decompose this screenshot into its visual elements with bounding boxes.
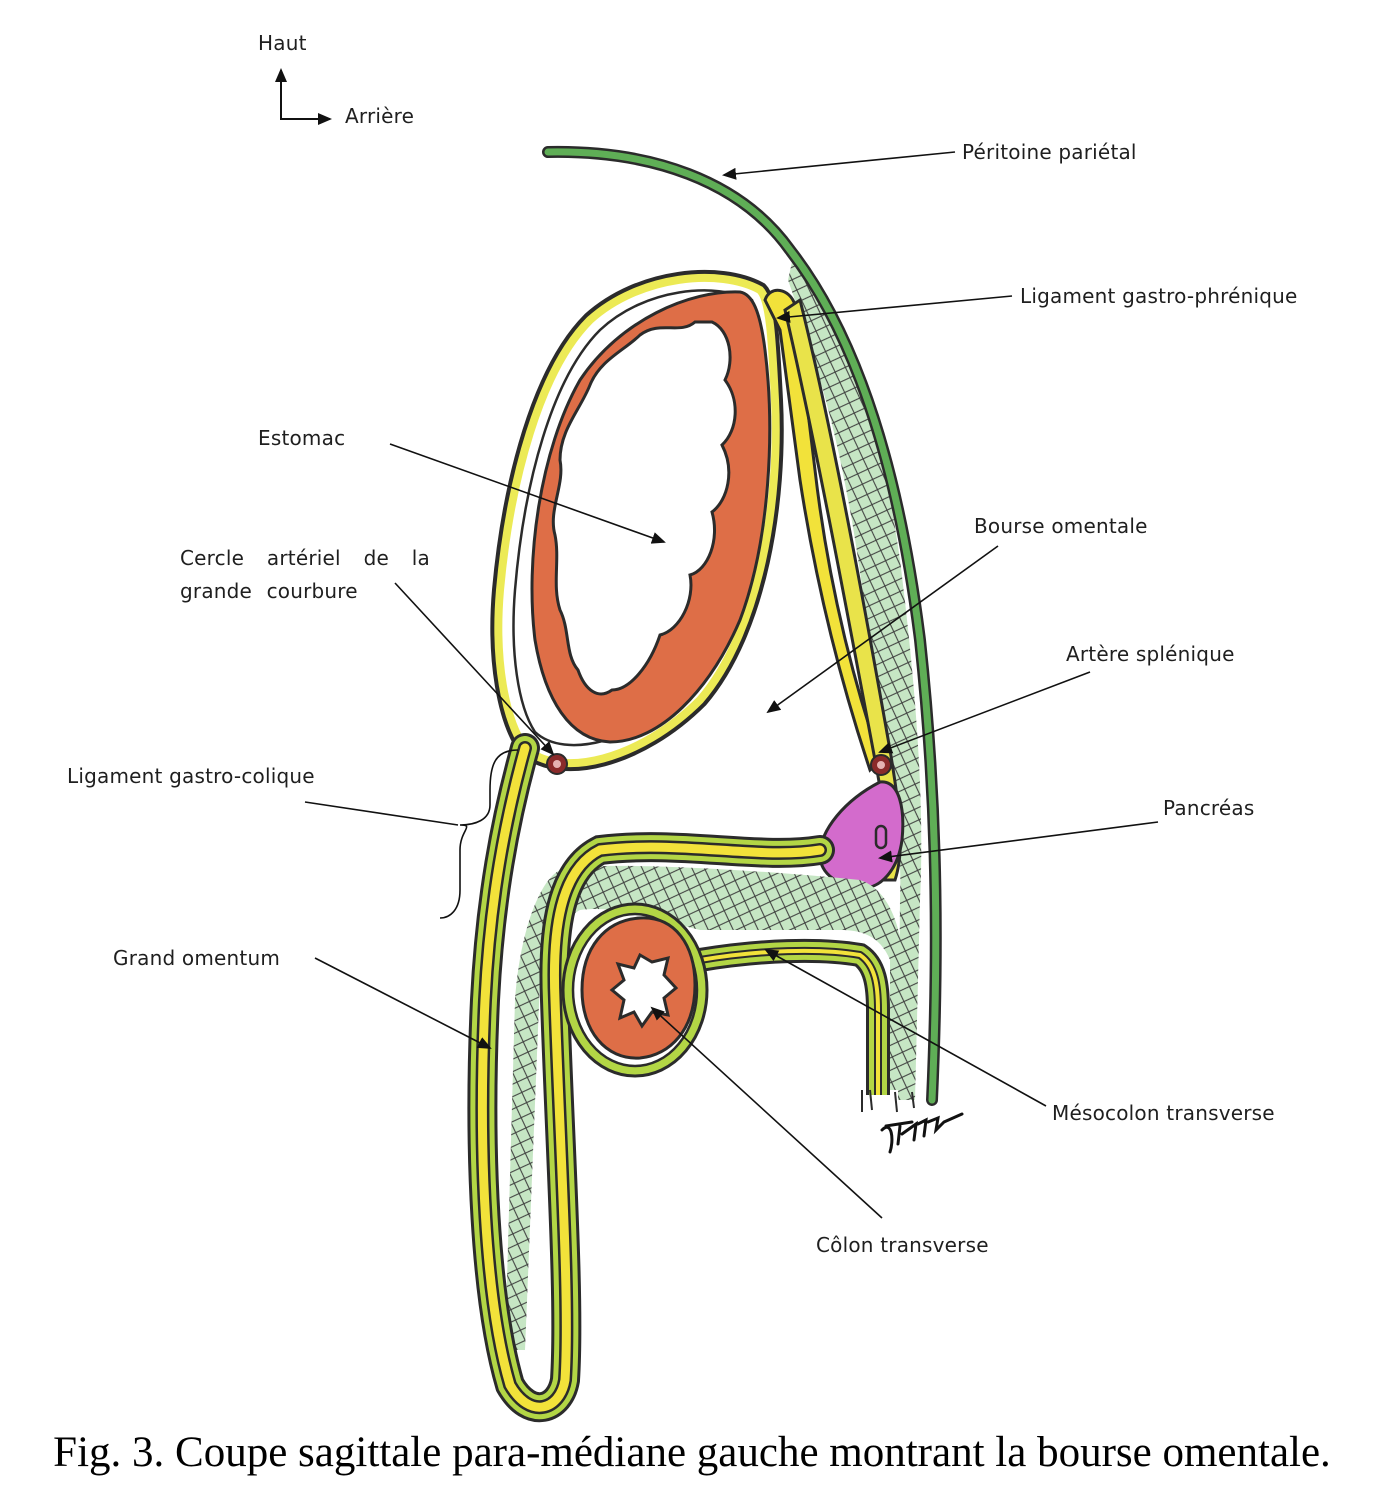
leader-mesocolon (764, 949, 1047, 1107)
label-artere-splenique: Artère splénique (1066, 642, 1235, 666)
leader-colon (650, 1006, 883, 1219)
posterior-strokes (861, 1089, 915, 1113)
label-estomac: Estomac (258, 426, 346, 450)
leader-peritoine (722, 151, 956, 180)
label-grand-omentum: Grand omentum (113, 946, 281, 970)
label-peritoine-parietal: Péritoine pariétal (962, 140, 1137, 164)
label-mesocolon-transverse: Mésocolon transverse (1052, 1101, 1275, 1125)
leader-ligament-gastro-phrenique (776, 295, 1013, 323)
label-pancreas: Pancréas (1163, 796, 1255, 820)
label-colon-transverse: Côlon transverse (816, 1233, 989, 1257)
leader-estomac (389, 443, 666, 544)
splenic-artery (870, 754, 892, 776)
label-ligament-gastro-phrenique: Ligament gastro-phrénique (1020, 284, 1298, 308)
leader-artere-splenique (878, 671, 1091, 754)
greater-curvature-artery (546, 753, 568, 775)
label-bourse-omentale: Bourse omentale (974, 514, 1148, 538)
leader-grand-omentum (314, 957, 492, 1049)
label-cercle-arteriel: Cercle artériel de la grande courbure (180, 546, 430, 603)
figure-caption: Fig. 3. Coupe sagittale para-médiane gau… (53, 1429, 1331, 1476)
leader-pancreas (878, 821, 1159, 863)
stomach-lumen (551, 320, 737, 696)
colon-lumen (609, 952, 679, 1029)
transverse-colon (561, 902, 709, 1078)
transverse-mesocolon (698, 938, 890, 1095)
label-ligament-gastro-colique: Ligament gastro-colique (67, 764, 315, 788)
pancreas (818, 780, 905, 890)
artist-signature (880, 1112, 964, 1154)
leader-cercle-arteriel (394, 582, 555, 756)
leader-bourse-omentale (766, 545, 999, 714)
orientation-indicator (275, 68, 332, 125)
gastro-colic-brace (439, 749, 519, 919)
great-omentum (467, 733, 835, 1423)
up-label: Haut (258, 31, 307, 55)
leader-lines (304, 151, 1159, 1219)
leader-ligament-gastro-colique (304, 801, 459, 826)
back-label: Arrière (345, 104, 415, 128)
posterior-fascia-mesh (788, 262, 922, 1100)
